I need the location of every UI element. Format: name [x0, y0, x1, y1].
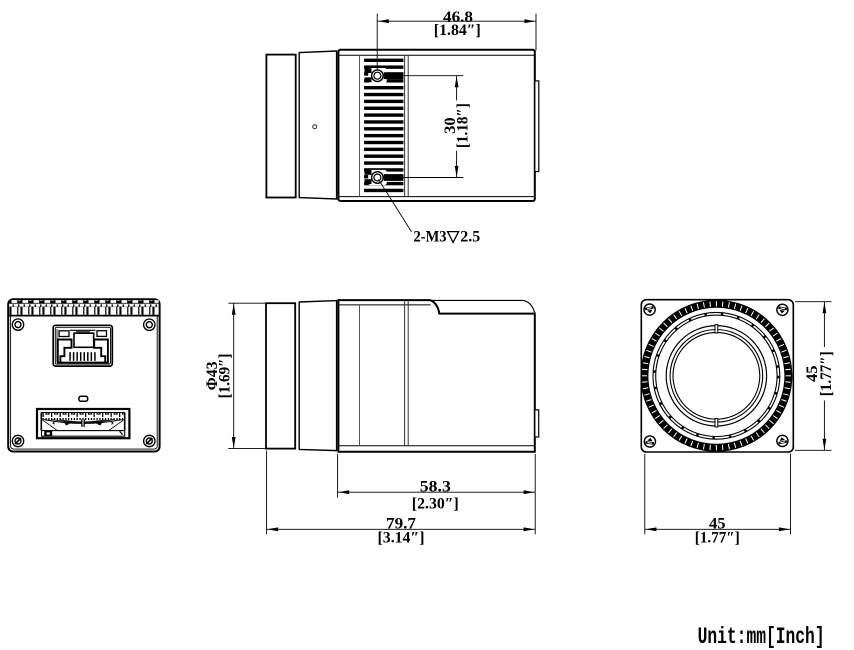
svg-text:[1.77″]: [1.77″]: [695, 530, 740, 547]
svg-text:79.7: 79.7: [386, 515, 416, 532]
svg-text:[1.18″]: [1.18″]: [455, 103, 472, 148]
svg-text:Φ43: Φ43: [204, 361, 221, 390]
svg-text:46.8: 46.8: [443, 9, 473, 26]
svg-text:[1.84″]: [1.84″]: [434, 22, 481, 39]
svg-text:45: 45: [709, 515, 726, 532]
svg-text:[1.77″]: [1.77″]: [818, 351, 835, 396]
svg-text:30: 30: [442, 117, 459, 134]
svg-text:2-M3: 2-M3: [414, 229, 447, 246]
svg-text:[2.30″]: [2.30″]: [412, 495, 459, 512]
svg-text:Unit:mm[Inch]: Unit:mm[Inch]: [698, 624, 825, 650]
svg-text:45: 45: [804, 365, 821, 382]
svg-text:2.5: 2.5: [460, 229, 480, 246]
svg-text:58.3: 58.3: [420, 479, 451, 496]
svg-text:[3.14″]: [3.14″]: [378, 530, 425, 547]
svg-text:[1.69″]: [1.69″]: [217, 353, 234, 398]
